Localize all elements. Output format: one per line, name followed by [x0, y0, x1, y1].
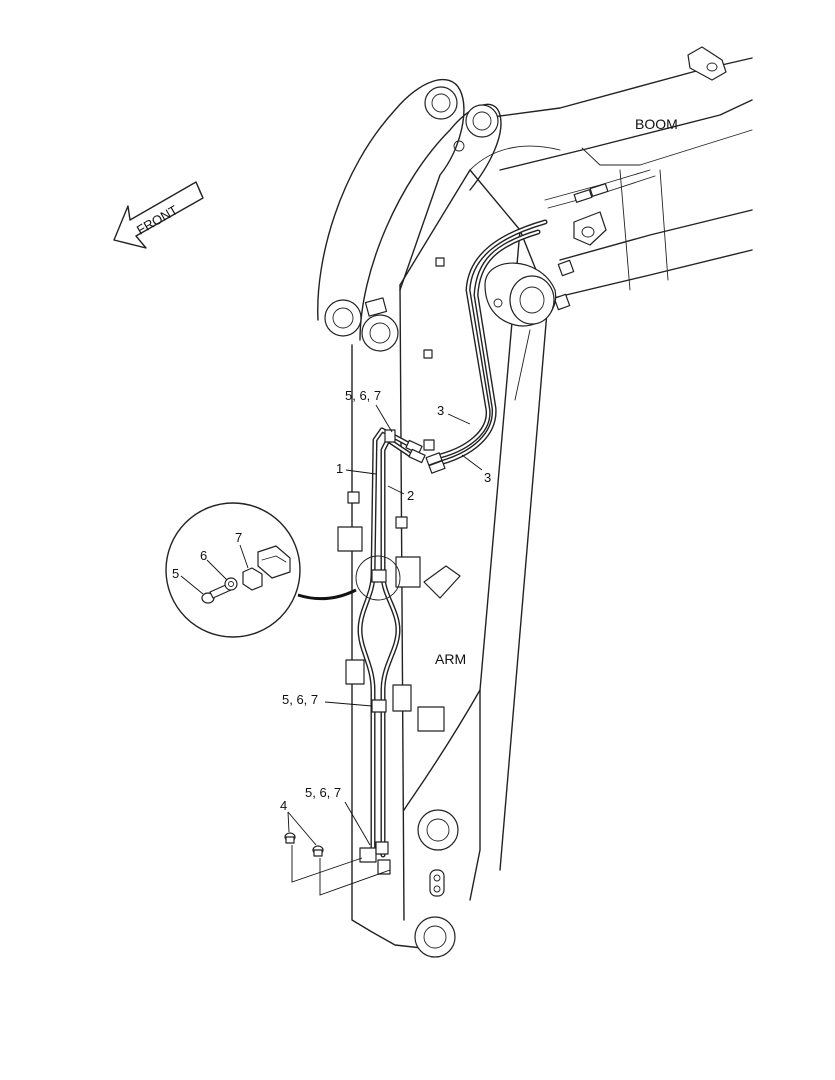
washer-icon	[224, 577, 238, 591]
callout-1: 1	[336, 461, 343, 476]
boom-structure: BOOM	[469, 46, 753, 311]
callout-567-top: 5, 6, 7	[345, 388, 381, 403]
arm-bottom-pivot	[414, 809, 459, 958]
pipe-clamps	[359, 569, 391, 875]
pipe-items-1-2	[357, 427, 415, 858]
callout-567-bottom: 5, 6, 7	[305, 785, 341, 800]
clamp-icon	[242, 545, 291, 591]
callout-4: 4	[280, 798, 287, 813]
arm-label: ARM	[435, 651, 466, 667]
callout-567-mid: 5, 6, 7	[282, 692, 318, 707]
front-arrow-icon: FRONT	[113, 181, 204, 249]
detail-callout-circle: 5 6 7	[165, 502, 357, 638]
detail-label-5: 5	[172, 566, 179, 581]
boom-label: BOOM	[635, 116, 678, 132]
boom-top-bracket	[687, 46, 727, 81]
top-fittings	[384, 429, 446, 474]
front-label: FRONT	[134, 202, 180, 237]
callout-3-upper: 3	[437, 403, 444, 418]
detail-label-7: 7	[235, 530, 242, 545]
highlight-circle	[355, 555, 401, 601]
callouts: 5, 6, 7 1 2 3 3 5, 6, 7 5, 6, 7	[282, 388, 491, 846]
arm-mounting-pads	[337, 257, 461, 732]
arm-boom-pivot	[484, 262, 557, 327]
callout-2: 2	[407, 488, 414, 503]
callout-3-lower: 3	[484, 470, 491, 485]
arm-structure: ARM	[317, 79, 561, 958]
boom-clamp	[573, 211, 607, 246]
item-4-bolts: 4	[280, 798, 391, 896]
hose-item-3	[429, 169, 656, 468]
detail-label-6: 6	[200, 548, 207, 563]
